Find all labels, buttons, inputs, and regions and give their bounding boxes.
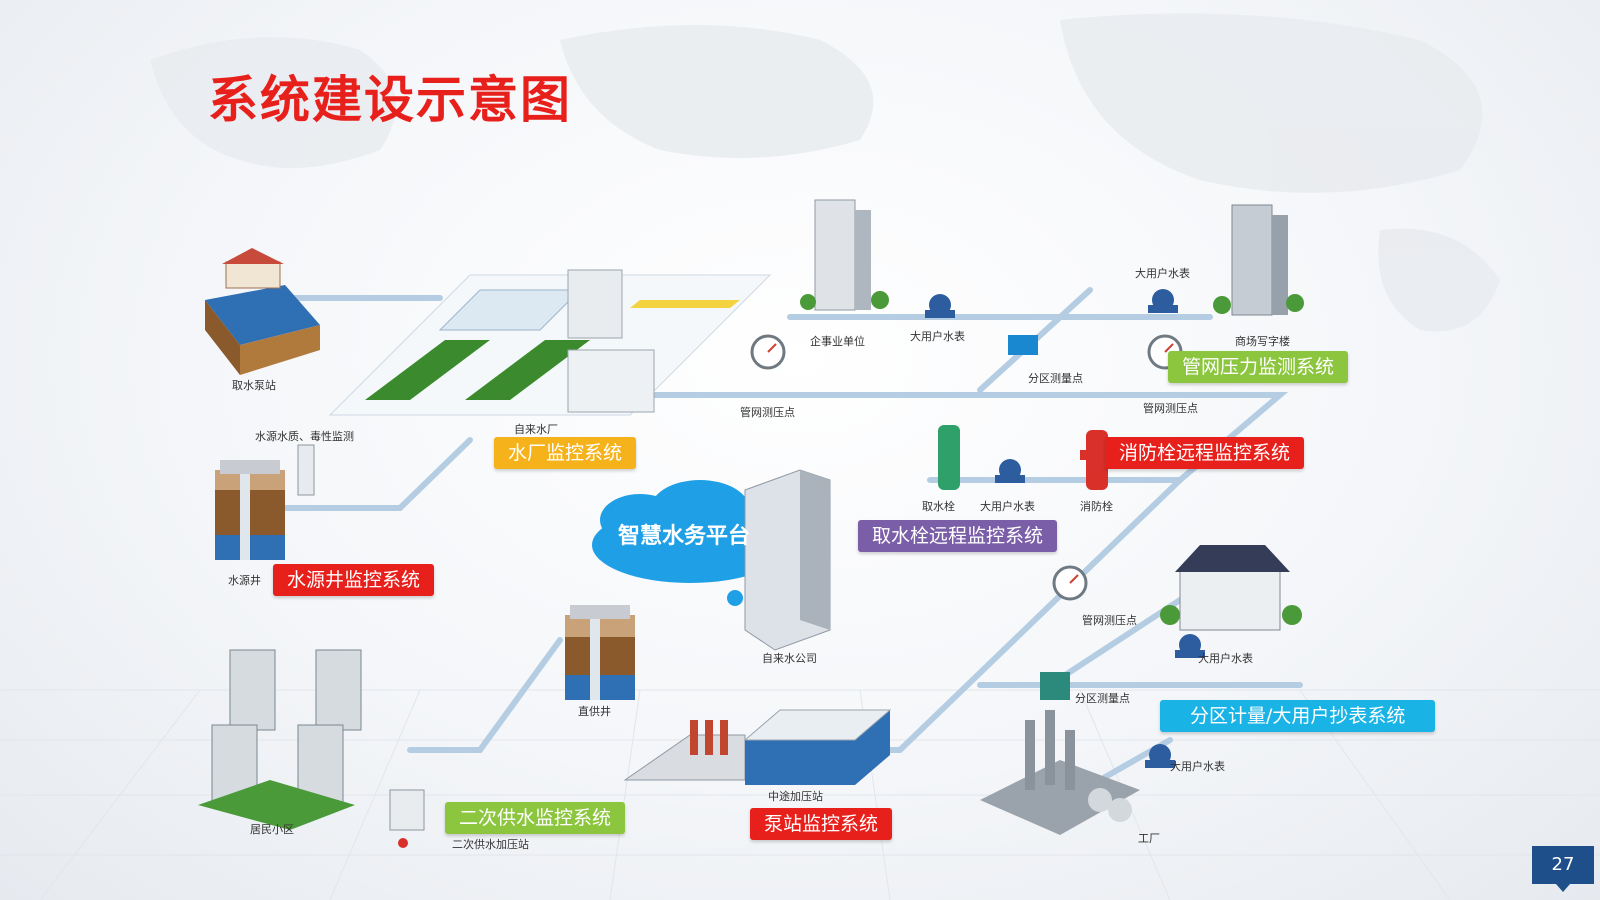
big-meter-label: 大用户水表 [980, 500, 1035, 513]
fire-hydrant-icon [1080, 430, 1114, 490]
hydrant-label: 消防栓 [1080, 500, 1113, 513]
booster-station-label: 中途加压站 [768, 790, 823, 803]
district-metering-system-badge: 分区计量/大用户抄表系统 [1160, 700, 1436, 732]
intake-hydrant-system-badge: 取水栓远程监控系统 [858, 520, 1058, 552]
district-point-label: 分区测量点 [1028, 372, 1083, 385]
residential-buildings-icon [198, 649, 362, 830]
water-company-building-icon [744, 469, 831, 651]
water-plant-system-badge: 水厂监控系统 [494, 437, 637, 469]
big-meter-label: 大用户水表 [1135, 267, 1190, 280]
page-number: 27 [1532, 846, 1594, 892]
factory-label: 工厂 [1138, 832, 1160, 845]
source-well-label: 水源井 [228, 574, 261, 587]
quality-monitor-icon [297, 444, 315, 496]
water-plant-icon [328, 269, 772, 416]
residential-label: 居民小区 [250, 823, 294, 836]
direct-well-icon [565, 605, 635, 700]
secondary-supply-system-badge: 二次供水监控系统 [445, 802, 626, 834]
pressure-point-label: 管网测压点 [740, 406, 795, 419]
flow-meter-icon [1008, 335, 1038, 355]
factory-icon [980, 710, 1140, 835]
pump-station-system-badge: 泵站监控系统 [750, 808, 893, 840]
source-well-system-badge: 水源井监控系统 [273, 564, 435, 596]
big-meter-label: 大用户水表 [1170, 760, 1225, 773]
water-plant-label: 自来水厂 [514, 423, 558, 436]
big-user-meter-icon [995, 459, 1025, 483]
big-user-meter-icon [1145, 744, 1175, 768]
mall-label: 商场写字楼 [1235, 335, 1290, 348]
flow-meter-icon [1040, 672, 1070, 700]
intake-hydrant-label: 取水栓 [922, 500, 955, 513]
hydrant-system-badge: 消防栓远程监控系统 [1105, 437, 1305, 469]
platform-label: 智慧水务平台 [618, 524, 751, 549]
pressure-gauge-icon [750, 334, 786, 370]
intake-pump-label: 取水泵站 [232, 379, 276, 392]
big-meter-label: 大用户水表 [1198, 652, 1253, 665]
page-title: 系统建设示意图 [208, 71, 572, 129]
enterprise-label: 企事业单位 [810, 335, 865, 348]
district-point-label: 分区测量点 [1075, 692, 1130, 705]
pressure-point-label: 管网测压点 [1082, 614, 1137, 627]
big-meter-label: 大用户水表 [910, 330, 965, 343]
source-well-icon [215, 460, 285, 560]
water-company-label: 自来水公司 [762, 652, 817, 665]
residence-building-icon [1160, 545, 1302, 631]
pipe-pressure-system-badge: 管网压力监测系统 [1168, 351, 1349, 383]
big-user-meter-icon [925, 294, 955, 318]
enterprise-building-icon [800, 199, 889, 311]
pump-station-icon [623, 709, 892, 785]
intake-pump-station-icon [205, 248, 320, 375]
big-user-meter-icon [1148, 289, 1178, 313]
pressure-point-label: 管网测压点 [1143, 402, 1198, 415]
direct-well-label: 直供井 [578, 705, 611, 718]
source-quality-label: 水源水质、毒性监测 [255, 430, 354, 443]
mall-building-icon [1213, 204, 1304, 316]
pressure-gauge-icon [1052, 565, 1088, 601]
secondary-station-icon [389, 789, 425, 848]
big-user-meter-icon [1175, 634, 1205, 658]
intake-hydrant-icon [938, 425, 960, 490]
secondary-station-label: 二次供水加压站 [452, 838, 529, 851]
